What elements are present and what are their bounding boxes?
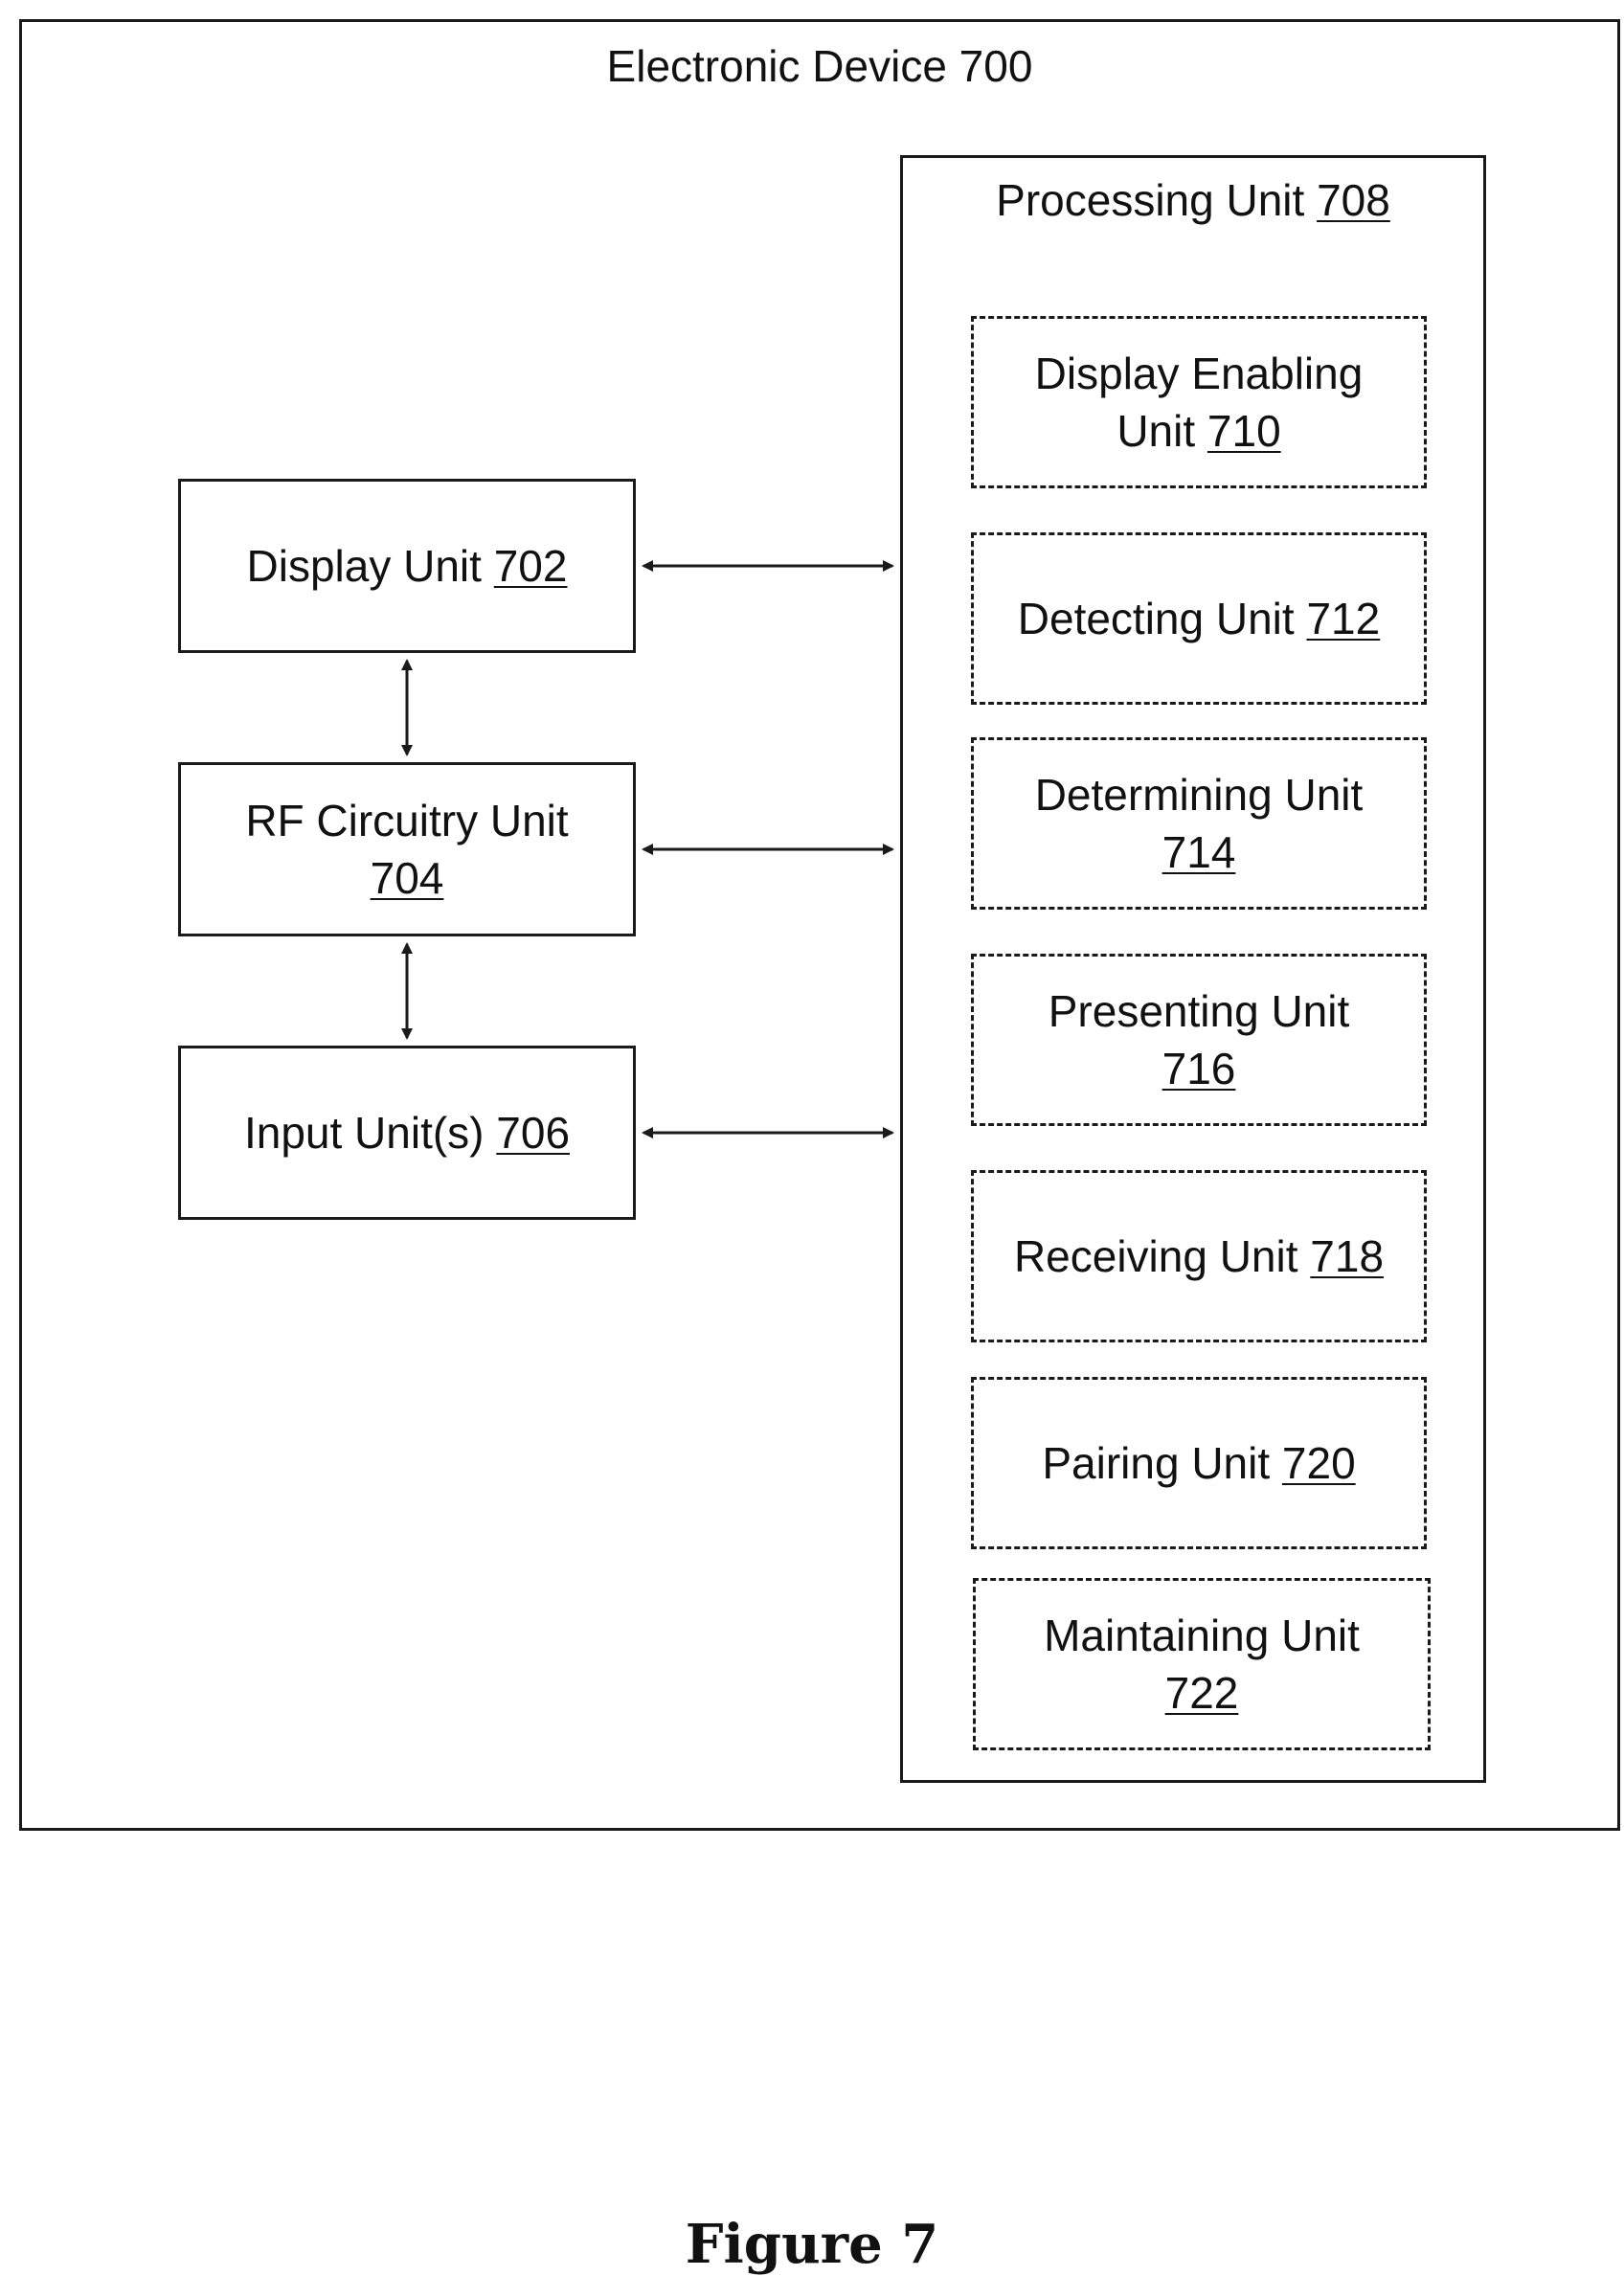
figure-caption: Figure 7 bbox=[0, 2214, 1624, 2275]
